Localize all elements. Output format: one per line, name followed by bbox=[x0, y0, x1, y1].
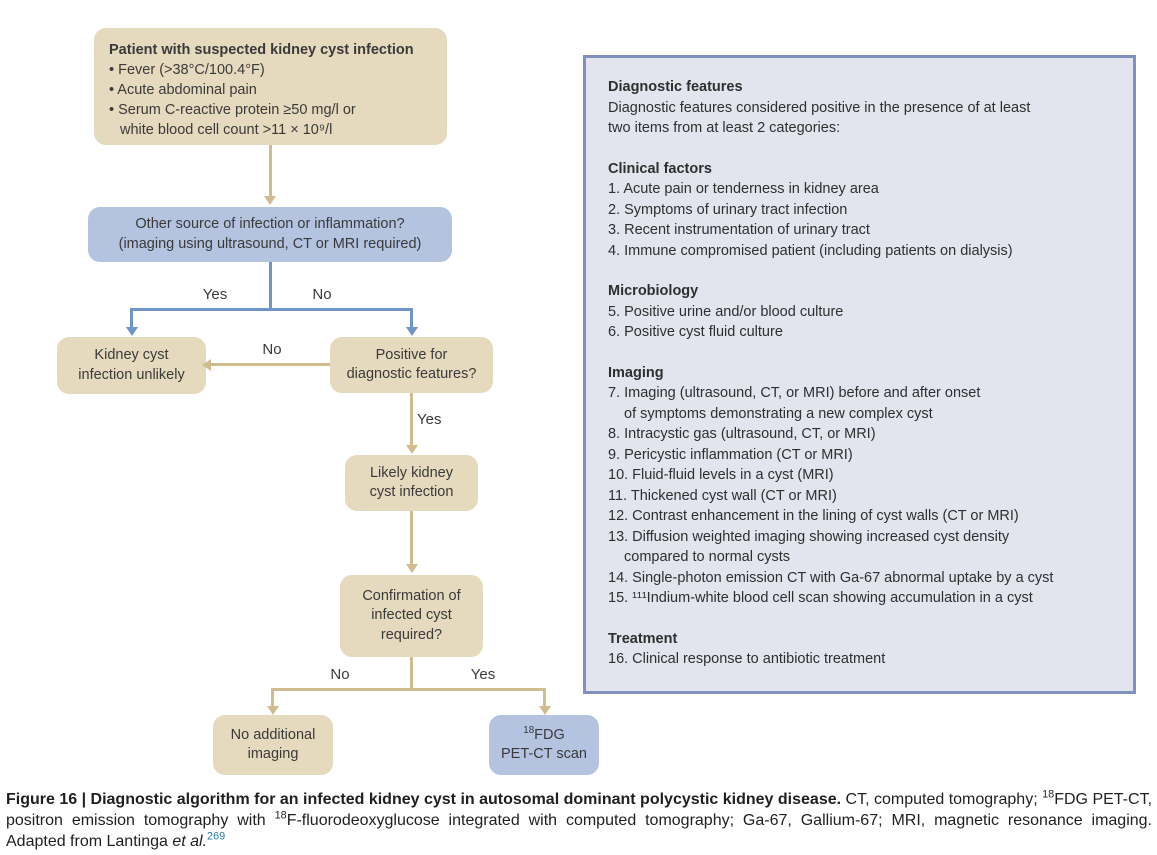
list-item: 3. Recent instrumentation of urinary tra… bbox=[608, 222, 870, 238]
node-patient-suspected-infection: Patient with suspected kidney cyst infec… bbox=[94, 28, 447, 145]
connector-positive-to-unlikely bbox=[211, 363, 330, 366]
section-title: Microbiology bbox=[608, 283, 699, 299]
node-likely-kidney-cyst-infection: Likely kidney cyst infection bbox=[345, 455, 478, 511]
edge-label-yes: Yes bbox=[202, 286, 228, 303]
list-item: 13. Diffusion weighted imaging showing i… bbox=[608, 528, 1010, 566]
arrowhead-down-icon bbox=[405, 445, 418, 454]
node-patient-title: Patient with suspected kidney cyst infec… bbox=[109, 42, 414, 58]
edge-label-no: No bbox=[312, 286, 332, 303]
list-item: 10. Fluid-fluid levels in a cyst (MRI) bbox=[608, 467, 834, 483]
list-item: 2. Symptoms of urinary tract infection bbox=[608, 201, 848, 218]
panel-intro: Diagnostic features considered positive … bbox=[608, 99, 1031, 137]
edge-label-no: No bbox=[262, 341, 282, 358]
edge-label-no: No bbox=[330, 666, 350, 683]
connector-likely-to-confirmation bbox=[410, 511, 413, 565]
node-fdg-line1: 18FDG bbox=[523, 724, 565, 743]
arrowhead-down-icon bbox=[538, 706, 551, 715]
caption-reference-269: 269 bbox=[207, 830, 226, 843]
list-item: 8. Intracystic gas (ultrasound, CT, or M… bbox=[608, 426, 876, 442]
list-item: 16. Clinical response to antibiotic trea… bbox=[608, 651, 886, 667]
node-kidney-cyst-infection-unlikely: Kidney cyst infection unlikely bbox=[57, 337, 206, 394]
arrowhead-down-icon bbox=[405, 327, 418, 336]
caption-superscript: 18 bbox=[1042, 788, 1055, 801]
node-patient-bullet-pain: • Acute abdominal pain bbox=[109, 82, 257, 98]
node-patient-bullet-fever: • Fever (>38°C/100.4°F) bbox=[109, 62, 265, 78]
node-fdg-petct-scan: 18FDG PET-CT scan bbox=[489, 715, 599, 775]
node-other-source-question: Other source of infection or inflammatio… bbox=[88, 207, 452, 262]
edge-label-yes: Yes bbox=[417, 411, 442, 428]
connector-split1-right bbox=[410, 308, 413, 328]
connector-confirmation-down bbox=[410, 657, 413, 691]
caption-text: F-fluorodeoxyglucose integrated with com… bbox=[6, 811, 1153, 850]
connector-split2-right bbox=[543, 688, 546, 707]
list-item: 15. ¹¹¹Indium-white blood cell scan show… bbox=[608, 590, 1033, 606]
arrowhead-down-icon bbox=[405, 564, 418, 573]
caption-text: FDG PET-CT, positron emission tomography… bbox=[6, 791, 1153, 829]
arrowhead-down-icon bbox=[266, 706, 279, 715]
arrowhead-down-icon bbox=[125, 327, 138, 336]
caption-bold-title: Figure 16 | Diagnostic algorithm for an … bbox=[6, 791, 842, 808]
arrowhead-left-icon bbox=[202, 358, 211, 371]
connector-split2-horizontal bbox=[271, 688, 546, 691]
list-item: 11. Thickened cyst wall (CT or MRI) bbox=[608, 487, 837, 504]
connector-split2-left bbox=[271, 688, 274, 707]
arrowhead-down-icon bbox=[264, 196, 276, 205]
figure-caption: Figure 16 | Diagnostic algorithm for an … bbox=[6, 788, 1153, 852]
edge-label-yes: Yes bbox=[470, 666, 496, 683]
node-confirmation-required-question: Confirmation of infected cyst required? bbox=[340, 575, 483, 657]
list-item: 9. Pericystic inflammation (CT or MRI) bbox=[608, 446, 853, 463]
list-item: 7. Imaging (ultrasound, CT, or MRI) befo… bbox=[608, 385, 981, 422]
section-title: Clinical factors bbox=[608, 160, 712, 177]
section-clinical-factors: Clinical factors 1. Acute pain or tender… bbox=[608, 159, 1111, 262]
caption-text: CT, computed tomography; bbox=[841, 791, 1043, 808]
caption-et-al: et al. bbox=[172, 832, 208, 850]
section-imaging: Imaging 7. Imaging (ultrasound, CT, or M… bbox=[608, 363, 1111, 609]
connector-positive-to-likely bbox=[410, 393, 413, 446]
connector-question-down bbox=[268, 262, 272, 310]
list-item: 5. Positive urine and/or blood culture bbox=[608, 303, 844, 320]
list-item: 14. Single-photon emission CT with Ga-67… bbox=[608, 569, 1054, 586]
diagnostic-features-panel: Diagnostic features Diagnostic features … bbox=[583, 55, 1136, 694]
section-treatment: Treatment 16. Clinical response to antib… bbox=[608, 629, 1111, 670]
connector-split1-left bbox=[130, 308, 133, 328]
node-no-additional-imaging: No additional imaging bbox=[213, 715, 333, 775]
connector-patient-to-question bbox=[268, 145, 272, 197]
section-title: Imaging bbox=[608, 364, 664, 381]
list-item: 1. Acute pain or tenderness in kidney ar… bbox=[608, 181, 879, 197]
node-positive-diagnostic-features: Positive for diagnostic features? bbox=[330, 337, 493, 393]
connector-split1-horizontal bbox=[130, 308, 413, 311]
section-microbiology: Microbiology 5. Positive urine and/or bl… bbox=[608, 281, 1111, 343]
panel-title: Diagnostic features bbox=[608, 79, 743, 95]
list-item: 4. Immune compromised patient (including… bbox=[608, 242, 1013, 259]
fdg-superscript: 18 bbox=[523, 724, 535, 736]
list-item: 12. Contrast enhancement in the lining o… bbox=[608, 508, 1019, 524]
caption-superscript: 18 bbox=[274, 809, 287, 822]
node-patient-bullet-crp: • Serum C-reactive protein ≥50 mg/l or w… bbox=[109, 102, 356, 138]
section-title: Treatment bbox=[608, 630, 678, 647]
node-fdg-line2: PET-CT scan bbox=[501, 746, 587, 762]
list-item: 6. Positive cyst fluid culture bbox=[608, 324, 783, 340]
